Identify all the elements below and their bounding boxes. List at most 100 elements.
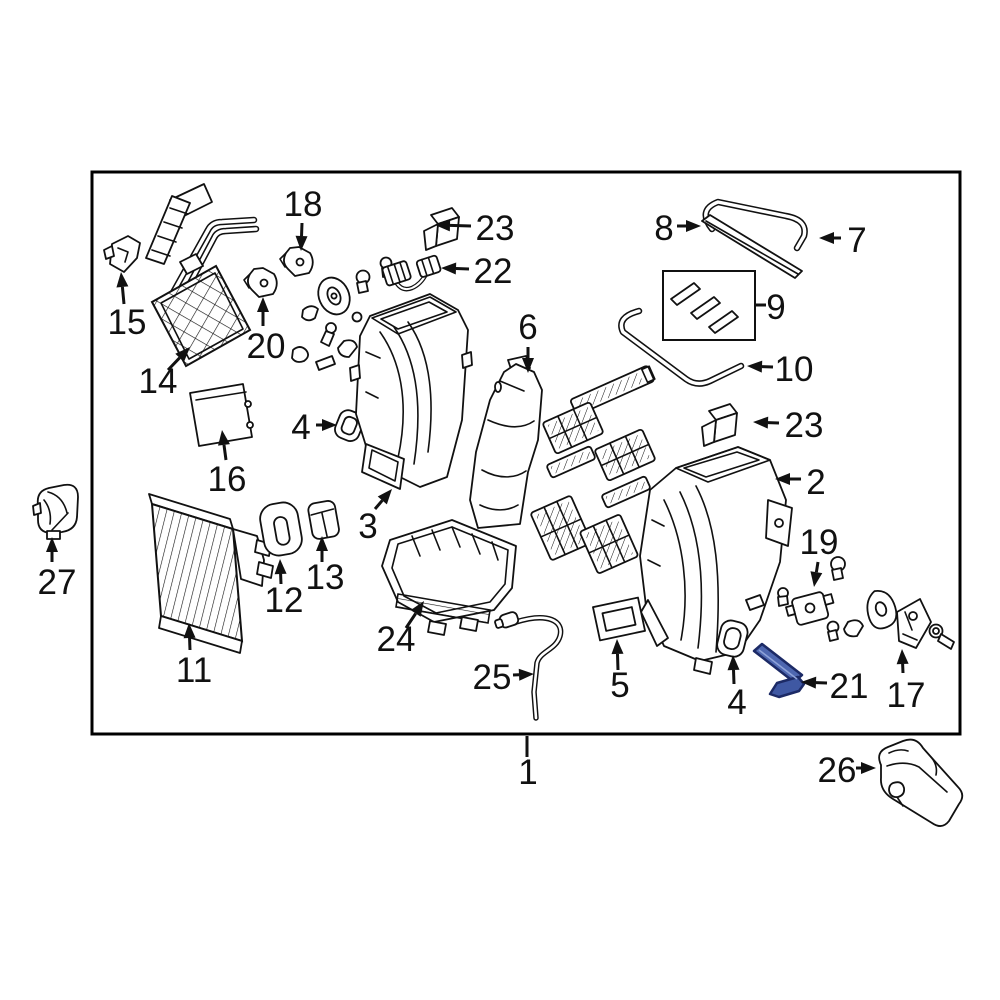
callout-arrowhead [686, 220, 701, 232]
callout-label: 3 [358, 507, 377, 546]
callout-arrowhead [801, 676, 817, 689]
callout-arrowhead [810, 571, 823, 587]
callout-17: 17 [887, 649, 925, 715]
part-21-highlighted-pipe [752, 642, 806, 699]
callout-label: 25 [473, 658, 512, 697]
callout-8: 8 [654, 209, 701, 248]
part-15-pipe-bracket [103, 183, 213, 273]
callout-arrow-line [166, 356, 181, 372]
callout-arrowhead [410, 601, 424, 617]
part-21-elbow [768, 675, 806, 699]
parts-line-art [32, 170, 964, 827]
part-27-actuator [32, 483, 79, 540]
callout-arrowhead [522, 358, 534, 373]
callout-label: 9 [766, 288, 785, 327]
part-25-drain-hose [494, 611, 564, 721]
part-13-grommet [307, 500, 340, 540]
callout-arrowhead [274, 559, 287, 575]
callout-label: 4 [727, 683, 746, 722]
callout-1: 1 [518, 736, 538, 792]
part-10-seal [618, 307, 745, 387]
callout-label: 14 [139, 362, 178, 401]
callout-arrow-line [404, 612, 417, 629]
callout-4: 4 [291, 408, 337, 447]
callout-label: 2 [806, 463, 825, 502]
callout-arrowhead [896, 649, 909, 665]
callout-arrow-line [615, 653, 620, 671]
callout-label: 11 [176, 651, 212, 690]
part-22-wire-harness [381, 254, 442, 292]
callout-arrowhead [175, 347, 190, 362]
callout-11: 11 [176, 623, 212, 690]
callout-label: 4 [291, 408, 310, 447]
part-21-rod [752, 642, 804, 684]
callout-6: 6 [518, 308, 538, 373]
callout-label: 26 [818, 751, 857, 790]
callout-16: 16 [208, 430, 246, 499]
part-17-bracket-screw [896, 598, 955, 650]
callout-arrowhead [518, 668, 534, 681]
callout-arrowhead [747, 360, 763, 373]
air-door-parts [530, 365, 656, 574]
part-8-seal-strip [701, 214, 803, 279]
callout-23: 23 [753, 406, 823, 445]
callout-20: 20 [247, 297, 286, 366]
callout-label: 27 [38, 563, 77, 602]
callout-15: 15 [108, 272, 147, 342]
callout-4: 4 [727, 655, 747, 722]
diagram-border [90, 170, 962, 736]
callout-label: 12 [265, 581, 304, 620]
callout-26: 26 [818, 751, 876, 790]
callout-5: 5 [610, 639, 630, 705]
part-24-case-lower [381, 519, 517, 636]
callout-21: 21 [801, 667, 868, 706]
callout-label: 21 [830, 667, 869, 706]
callout-arrowhead [295, 235, 308, 251]
callout-label: 22 [474, 252, 513, 291]
callout-arrowhead [819, 232, 834, 244]
callout-10: 10 [747, 350, 813, 389]
callout-arrow-line [449, 223, 472, 228]
callout-label: 8 [654, 209, 673, 248]
callout-9: 9 [756, 288, 786, 327]
callout-22: 22 [441, 252, 512, 291]
callout-arrow-line [222, 444, 228, 461]
part-23-clip-right [701, 403, 738, 447]
callout-arrowhead [218, 430, 230, 446]
callout-arrowhead [46, 537, 58, 552]
part-4-grommet-right [716, 619, 749, 658]
callout-arrow-line [373, 499, 384, 510]
callout-arrowhead [441, 262, 457, 275]
part-2-case-right [639, 446, 793, 675]
callout-3: 3 [358, 489, 392, 546]
part-23-clip-top [423, 207, 460, 251]
callout-arrowhead [435, 219, 451, 232]
callout-14: 14 [139, 347, 190, 401]
callout-7: 7 [819, 221, 867, 260]
callout-arrowhead [611, 639, 624, 655]
callout-label: 1 [518, 753, 537, 792]
callout-arrow-line [120, 286, 126, 305]
callout-label: 15 [108, 303, 147, 342]
part-14-heater-core [150, 216, 260, 368]
part-12-grommet [259, 501, 303, 557]
callout-label: 7 [847, 221, 866, 260]
part-19-actuator-cluster [745, 556, 898, 642]
callout-arrowhead [377, 489, 392, 505]
callout-arrowhead [775, 473, 790, 485]
part-5-seal-frame [592, 596, 646, 642]
part-3-case-left [349, 293, 473, 490]
part-18-bracket [279, 246, 314, 277]
callout-label: 19 [800, 523, 839, 562]
part-6-partition-panel [469, 355, 543, 529]
callout-label: 24 [377, 620, 416, 659]
callout-arrowhead [316, 536, 328, 551]
callout-12: 12 [265, 559, 304, 620]
callout-arrowhead [116, 272, 129, 288]
callout-label: 20 [247, 327, 286, 366]
callout-arrowhead [183, 623, 196, 639]
callout-arrowhead [753, 416, 769, 429]
